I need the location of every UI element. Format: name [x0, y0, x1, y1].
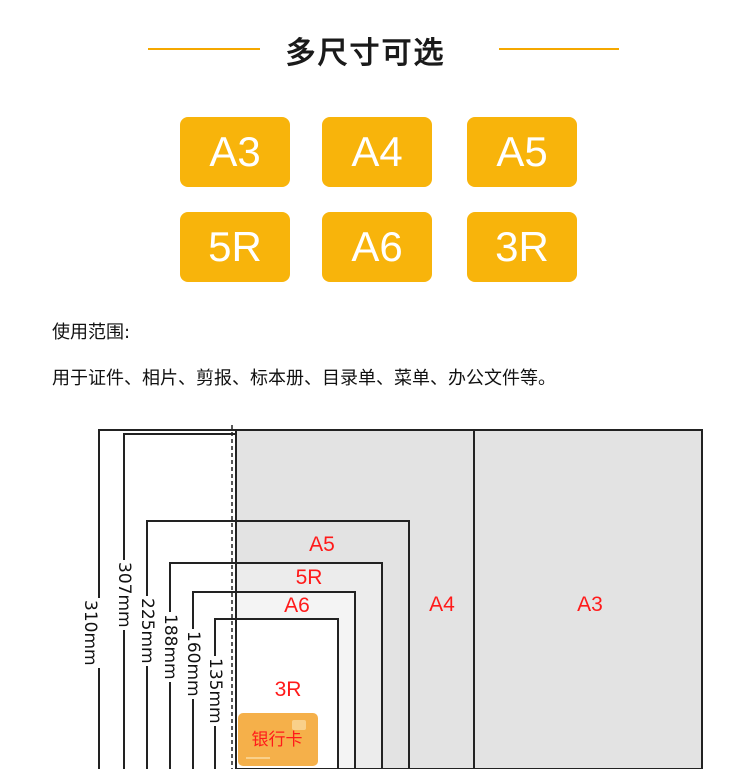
paper-label-a5: A5 [309, 533, 335, 556]
dimension-label-135mm: 135mm [205, 658, 225, 724]
paper-label-3r: 3R [275, 678, 302, 701]
size-option-a3[interactable]: A3 [180, 117, 290, 187]
size-option-a4[interactable]: A4 [322, 117, 432, 187]
page-title: 多尺寸可选 [285, 36, 446, 71]
paper-a6 [235, 591, 356, 769]
size-option-5r[interactable]: 5R [180, 212, 290, 282]
title-decor-line-left [148, 48, 260, 50]
paper-5r [235, 562, 383, 769]
dimension-label-310mm: 310mm [80, 600, 100, 666]
paper-a5 [235, 520, 410, 769]
size-option-a5[interactable]: A5 [467, 117, 577, 187]
paper-label-a6: A6 [284, 594, 310, 617]
dimension-brackets [98, 429, 236, 769]
dimension-label-188mm: 188mm [160, 614, 180, 680]
dimension-label-225mm: 225mm [137, 598, 157, 664]
bank-card-icon [238, 713, 318, 766]
bank-card-label: 银行卡 [252, 730, 303, 750]
paper-a3 [235, 429, 703, 769]
paper-label-a3: A3 [577, 593, 603, 616]
size-option-3r[interactable]: 3R [467, 212, 577, 282]
size-option-a6[interactable]: A6 [322, 212, 432, 282]
paper-label-a4: A4 [429, 593, 455, 616]
title-decor-line-right [499, 48, 619, 50]
dimension-label-160mm: 160mm [183, 631, 203, 697]
paper-3r [235, 618, 339, 769]
paper-label-5r: 5R [296, 566, 323, 589]
dimension-label-307mm: 307mm [114, 562, 134, 628]
usage-description: 用于证件、相片、剪报、标本册、目录单、菜单、办公文件等。 [52, 368, 556, 389]
usage-label: 使用范围: [52, 322, 131, 343]
